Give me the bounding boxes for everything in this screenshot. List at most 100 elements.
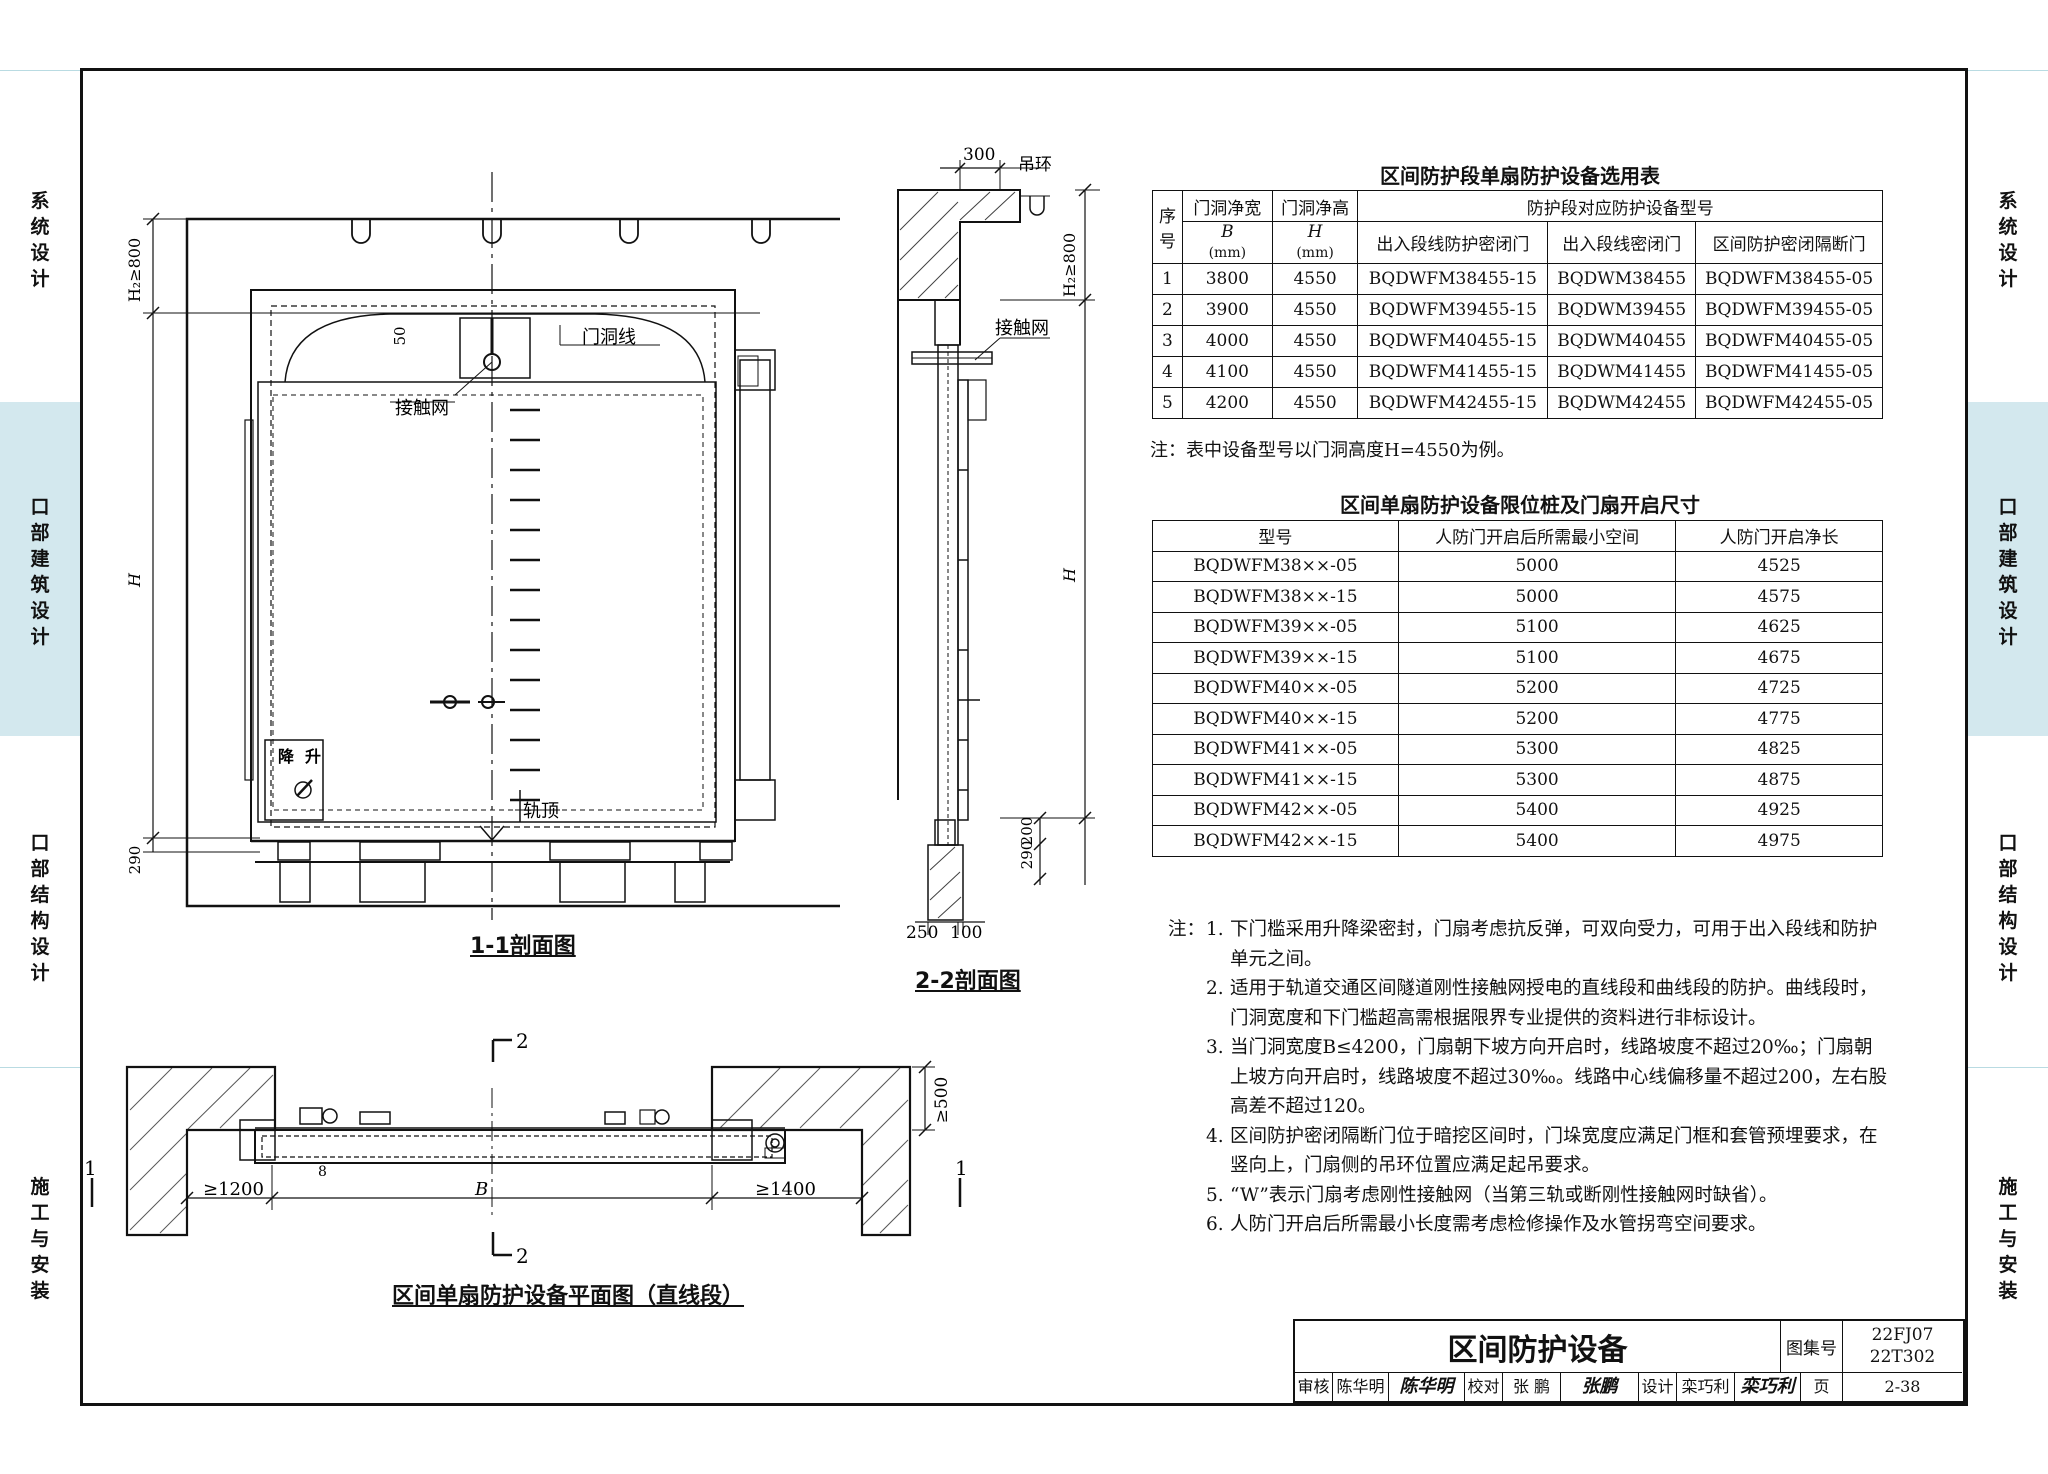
sidebar-left-item-4: 施工与安装 — [30, 1176, 50, 1302]
plan-view-drawing: ≥1200 B ≥1400 ≥500 2 2 1 1 8 — [84, 1029, 968, 1268]
plan-mark-1-right: 1 — [955, 1156, 968, 1180]
sidebar-right-item-4: 施工与安装 — [1998, 1176, 2018, 1302]
check-name: 张 鹏 — [1503, 1373, 1561, 1401]
check-signature: 张鹏 — [1561, 1373, 1639, 1401]
check-label: 校对 — [1465, 1373, 1503, 1401]
table-cell: BQDWFM42××-15 — [1152, 825, 1399, 857]
table-cell: BQDWFM39××-15 — [1152, 642, 1399, 674]
table-cell: 5400 — [1397, 825, 1677, 857]
table-cell: BQDWM38455 — [1547, 263, 1697, 295]
plan-mark-2-top: 2 — [516, 1029, 529, 1053]
table-cell: BQDWFM38455-05 — [1695, 263, 1883, 295]
review-name: 陈华明 — [1333, 1373, 1389, 1401]
table-cell: 5100 — [1397, 611, 1677, 643]
table-cell: BQDWFM41××-05 — [1152, 733, 1399, 765]
table-cell: BQDWFM42455-05 — [1695, 387, 1883, 419]
table-cell: BQDWM39455 — [1547, 294, 1697, 326]
d1-label-50: 50 — [391, 326, 409, 345]
table-cell: BQDWFM39455-05 — [1695, 294, 1883, 326]
d2-ring-label: 吊环 — [1018, 155, 1052, 175]
table-cell: 4675 — [1675, 642, 1883, 674]
table1-title: 区间防护段单扇防护设备选用表 — [1380, 164, 1660, 188]
t1-header-height: 门洞净高 — [1271, 190, 1359, 222]
t2-header-space: 人防门开启后所需最小空间 — [1397, 520, 1677, 552]
t1-header-b: B(mm) — [1181, 221, 1273, 264]
t1-header-group: 防护段对应防护设备型号 — [1357, 190, 1883, 222]
section-2-2-drawing: 300 吊环 接触网 H₂≥800 H 290 200 250 100 — [897, 145, 1100, 943]
table-cell: 4875 — [1675, 764, 1883, 796]
table-cell: 4775 — [1675, 703, 1883, 735]
review-signature: 陈华明 — [1389, 1373, 1465, 1401]
section-1-1-drawing: H₂≥800 H 290 50 门洞线 接触网 轨顶 降 升 — [125, 172, 840, 920]
review-label: 审核 — [1295, 1373, 1333, 1401]
design-notes: 注：1.下门槛采用升降梁密封，门扇考虑抗反弹，可双向受力，可用于出入段线和防护单… — [1168, 915, 1888, 1240]
table-cell: 4100 — [1181, 356, 1273, 388]
table-cell: BQDWFM40××-15 — [1152, 703, 1399, 735]
d1-dim-h2: H₂≥800 — [125, 238, 144, 302]
table-cell: BQDWFM42××-05 — [1152, 794, 1399, 826]
d1-rail-top-label: 轨顶 — [523, 801, 559, 822]
table-cell: 5300 — [1397, 764, 1677, 796]
sidebar-left-item-3: 口部结构设计 — [30, 832, 50, 984]
table-cell: 4725 — [1675, 672, 1883, 704]
d1-contact-net-label: 接触网 — [395, 398, 449, 419]
sidebar-left-item-2: 口部建筑设计 — [30, 496, 50, 648]
table-cell: BQDWFM38455-15 — [1357, 263, 1549, 295]
table1-note: 注：表中设备型号以门洞高度H=4550为例。 — [1150, 440, 1515, 461]
table-cell: 4525 — [1675, 550, 1883, 582]
plan-dim-b: B — [474, 1179, 488, 1200]
d2-dim-300: 300 — [963, 145, 995, 165]
table-cell: 4000 — [1181, 325, 1273, 357]
plan-mark-1-left: 1 — [84, 1156, 97, 1180]
plan-mark-2-bottom: 2 — [516, 1244, 529, 1268]
design-signature: 栾巧利 — [1735, 1373, 1801, 1401]
t1-header-c2: 出入段线密闭门 — [1547, 221, 1697, 264]
note-item: 4.区间防护密闭隔断门位于暗挖区间时，门垛宽度应满足门框和套管预埋要求，在竖向上… — [1206, 1125, 1878, 1177]
d1-dim-h: H — [125, 572, 144, 588]
plan-dim-left: ≥1200 — [203, 1179, 264, 1200]
t1-header-c3: 区间防护密闭隔断门 — [1695, 221, 1883, 264]
table-cell: BQDWFM40455-15 — [1357, 325, 1549, 357]
drawing-title: 区间防护设备 — [1295, 1321, 1781, 1373]
table-cell: 4550 — [1271, 294, 1359, 326]
table-cell: 4200 — [1181, 387, 1273, 419]
note-item: 2.适用于轨道交通区间隧道刚性接触网授电的直线段和曲线段的防护。曲线段时，门洞宽… — [1206, 978, 1878, 1029]
t1-header-h: H(mm) — [1271, 221, 1359, 264]
plan-dim-500: ≥500 — [932, 1077, 952, 1124]
table-cell: BQDWFM38××-05 — [1152, 550, 1399, 582]
note-item: 5.“W”表示门扇考虑刚性接触网（当第三轨或断刚性接触网时缺省）。 — [1206, 1184, 1778, 1206]
table-cell: 4550 — [1271, 356, 1359, 388]
table-cell: BQDWFM39455-15 — [1357, 294, 1549, 326]
table-cell: BQDWFM42455-15 — [1357, 387, 1549, 419]
table-cell: 3900 — [1181, 294, 1273, 326]
table-cell: 4575 — [1675, 581, 1883, 613]
table-cell: BQDWFM38××-15 — [1152, 581, 1399, 613]
sidebar-left-item-1: 系统设计 — [30, 190, 50, 290]
d1-down-label: 降 — [278, 747, 295, 766]
table-cell: 5200 — [1397, 703, 1677, 735]
table-cell: 4550 — [1271, 263, 1359, 295]
d2-contact-net-label: 接触网 — [995, 318, 1049, 339]
d1-door-line-label: 门洞线 — [582, 327, 636, 348]
page-number: 2-38 — [1884, 1377, 1921, 1396]
note-item: 注：1.下门槛采用升降梁密封，门扇考虑抗反弹，可双向受力，可用于出入段线和防护单… — [1168, 919, 1878, 970]
drawing-frame — [80, 68, 1968, 1406]
table-cell: 4975 — [1675, 825, 1883, 857]
table-cell: 5400 — [1397, 794, 1677, 826]
table-cell: 5100 — [1397, 642, 1677, 674]
d2-dim-h: H — [1060, 567, 1079, 583]
note-item: 6.人防门开启后所需最小长度需考虑检修操作及水管拐弯空间要求。 — [1206, 1214, 1767, 1235]
table-cell: 4 — [1152, 356, 1183, 388]
